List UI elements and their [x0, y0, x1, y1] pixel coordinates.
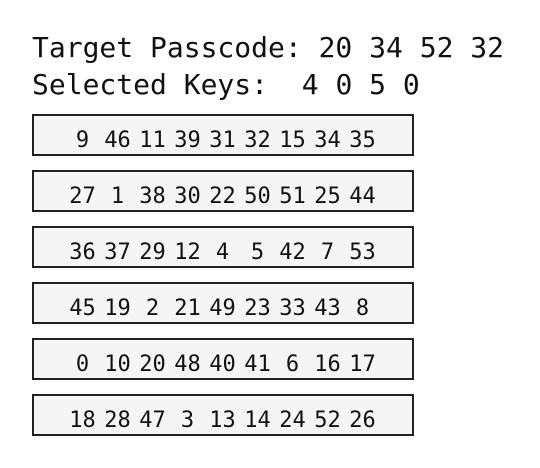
key-row-cells: 45 19 2 21 49 23 33 43 8	[65, 294, 380, 324]
key-button[interactable]: 19	[104, 296, 131, 321]
key-button[interactable]: 22	[209, 184, 236, 209]
key-row-cells: 0 10 20 48 40 41 6 16 17	[65, 350, 380, 380]
key-button[interactable]: 49	[209, 296, 236, 321]
target-passcode-line: Target Passcode: 20 34 52 32	[32, 31, 504, 65]
key-button[interactable]: 31	[209, 128, 236, 153]
key-row: 18 28 47 3 13 14 24 52 26	[32, 394, 414, 436]
key-button[interactable]: 5	[250, 240, 265, 265]
key-button[interactable]: 30	[174, 184, 201, 209]
key-button[interactable]: 21	[174, 296, 201, 321]
key-row-cells: 18 28 47 3 13 14 24 52 26	[65, 406, 380, 436]
key-button[interactable]: 35	[349, 128, 376, 153]
key-button[interactable]: 4	[215, 240, 230, 265]
key-button[interactable]: 28	[104, 408, 131, 433]
key-row: 27 1 38 30 22 50 51 25 44	[32, 170, 414, 212]
target-passcode-value: 20 34 52 32	[318, 31, 505, 64]
key-button[interactable]: 20	[139, 352, 166, 377]
key-button[interactable]: 3	[180, 408, 195, 433]
key-button[interactable]: 29	[139, 240, 166, 265]
key-button[interactable]: 26	[349, 408, 376, 433]
key-button[interactable]: 52	[314, 408, 341, 433]
key-button[interactable]: 42	[279, 240, 306, 265]
key-row: 45 19 2 21 49 23 33 43 8	[32, 282, 414, 324]
key-button[interactable]: 7	[320, 240, 335, 265]
key-button[interactable]: 39	[174, 128, 201, 153]
key-button[interactable]: 40	[209, 352, 236, 377]
key-button[interactable]: 10	[104, 352, 131, 377]
key-row-cells: 9 46 11 39 31 32 15 34 35	[65, 126, 380, 156]
key-row-cells: 27 1 38 30 22 50 51 25 44	[65, 182, 380, 212]
key-button[interactable]: 53	[349, 240, 376, 265]
key-button[interactable]: 9	[75, 128, 90, 153]
selected-keys-label: Selected Keys:	[32, 68, 269, 101]
selected-keys-line: Selected Keys: 4 0 5 0	[32, 68, 420, 102]
key-button[interactable]: 12	[174, 240, 201, 265]
key-button[interactable]: 32	[244, 128, 271, 153]
key-button[interactable]: 2	[145, 296, 160, 321]
key-button[interactable]: 17	[349, 352, 376, 377]
key-button[interactable]: 44	[349, 184, 376, 209]
key-button[interactable]: 51	[279, 184, 306, 209]
key-row: 9 46 11 39 31 32 15 34 35	[32, 114, 414, 156]
key-button[interactable]: 48	[174, 352, 201, 377]
key-button[interactable]: 50	[244, 184, 271, 209]
key-button[interactable]: 14	[244, 408, 271, 433]
key-row: 0 10 20 48 40 41 6 16 17	[32, 338, 414, 380]
key-button[interactable]: 6	[285, 352, 300, 377]
target-passcode-label: Target Passcode:	[32, 31, 302, 64]
key-button[interactable]: 23	[244, 296, 271, 321]
key-button[interactable]: 37	[104, 240, 131, 265]
key-button[interactable]: 41	[244, 352, 271, 377]
key-button[interactable]: 34	[314, 128, 341, 153]
key-button[interactable]: 43	[314, 296, 341, 321]
key-button[interactable]: 18	[69, 408, 96, 433]
key-button[interactable]: 1	[110, 184, 125, 209]
key-button[interactable]: 25	[314, 184, 341, 209]
key-button[interactable]: 33	[279, 296, 306, 321]
key-button[interactable]: 38	[139, 184, 166, 209]
key-button[interactable]: 11	[139, 128, 166, 153]
selected-keys-value: 4 0 5 0	[301, 68, 420, 101]
key-button[interactable]: 27	[69, 184, 96, 209]
key-button[interactable]: 13	[209, 408, 236, 433]
key-button[interactable]: 16	[314, 352, 341, 377]
key-button[interactable]: 0	[75, 352, 90, 377]
key-button[interactable]: 47	[139, 408, 166, 433]
key-button[interactable]: 15	[279, 128, 306, 153]
key-button[interactable]: 24	[279, 408, 306, 433]
key-button[interactable]: 8	[355, 296, 370, 321]
key-button[interactable]: 46	[104, 128, 131, 153]
key-button[interactable]: 45	[69, 296, 96, 321]
key-button[interactable]: 36	[69, 240, 96, 265]
